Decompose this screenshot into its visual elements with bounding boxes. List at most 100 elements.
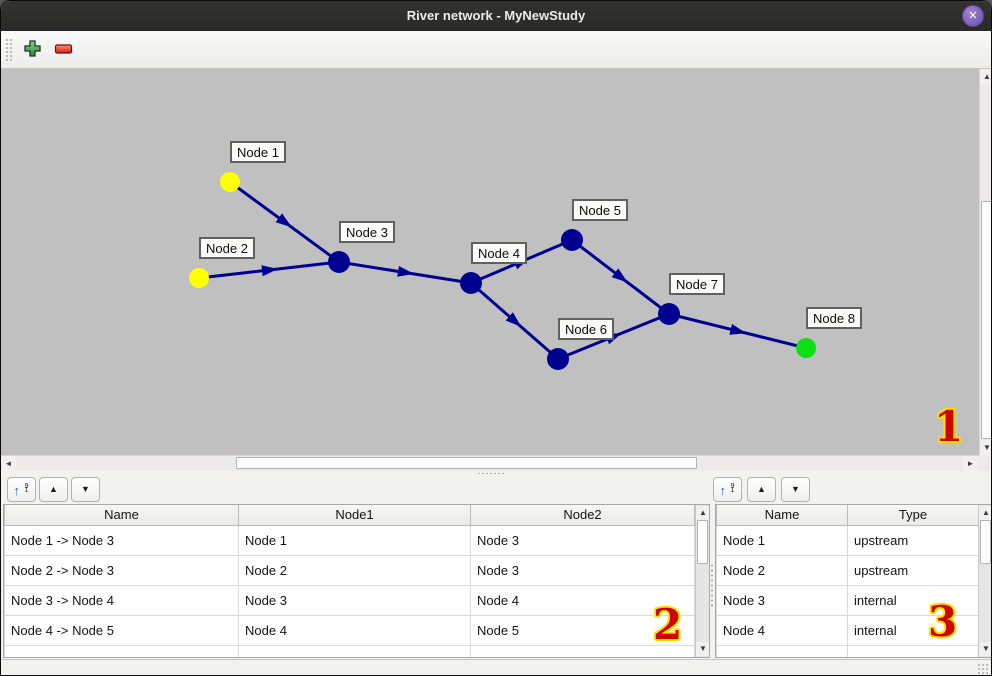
nodes-sort-button[interactable]: ↑ 1 9	[713, 477, 742, 502]
edges-move-up-button[interactable]: ▲	[39, 477, 68, 502]
table-cell[interactable]	[4, 644, 239, 657]
scroll-up-icon: ▲	[699, 508, 707, 517]
node-label[interactable]: Node 5	[572, 199, 628, 221]
node-label[interactable]: Node 1	[230, 141, 286, 163]
table-scroll-thumb[interactable]	[697, 520, 708, 564]
node-label[interactable]: Node 7	[669, 273, 725, 295]
close-button[interactable]: ✕	[962, 5, 984, 27]
column-header[interactable]: Name	[716, 505, 848, 526]
nodes-move-up-button[interactable]: ▲	[747, 477, 776, 502]
table-cell[interactable]: internal	[847, 584, 979, 616]
nodes-table-scrollbar[interactable]: ▲ ▼	[978, 505, 991, 657]
scroll-down-icon: ▼	[982, 644, 990, 653]
scroll-down-button[interactable]: ▼	[696, 642, 709, 656]
title-bar: River network - MyNewStudy ✕	[1, 1, 991, 31]
table-cell[interactable]: Node 3	[470, 524, 695, 556]
table-cell[interactable]: Node 2 -> Node 3	[4, 554, 239, 586]
scroll-up-button[interactable]: ▲	[980, 69, 991, 84]
table-row[interactable]	[4, 644, 695, 657]
table-cell[interactable]: Node 4	[238, 614, 471, 646]
vertical-scroll-thumb[interactable]	[981, 201, 991, 439]
edges-sort-button[interactable]: ↑ 1 9	[7, 477, 36, 502]
toolbar-drag-handle[interactable]	[5, 38, 12, 62]
table-row[interactable]	[716, 644, 979, 657]
table-cell[interactable]: Node 3	[716, 584, 848, 616]
graph-node[interactable]	[561, 229, 583, 251]
panel-splitter[interactable]	[710, 563, 715, 607]
node-label[interactable]: Node 2	[199, 237, 255, 259]
resize-grip-icon[interactable]	[977, 663, 989, 675]
table-cell[interactable]: Node 2	[716, 554, 848, 586]
scroll-right-button[interactable]: ►	[963, 456, 978, 471]
table-scroll-thumb[interactable]	[980, 520, 991, 564]
table-cell[interactable]: Node 4 -> Node 5	[4, 614, 239, 646]
scrollbar-corner	[979, 455, 991, 471]
add-node-button[interactable]	[21, 39, 43, 61]
table-cell[interactable]: Node 1	[238, 524, 471, 556]
scroll-up-button[interactable]: ▲	[979, 506, 991, 520]
graph-node[interactable]	[796, 338, 816, 358]
scroll-down-button[interactable]: ▼	[980, 440, 991, 455]
status-bar	[1, 659, 991, 675]
table-cell[interactable]: Node 3 -> Node 4	[4, 584, 239, 616]
network-canvas[interactable]: Node 1 Node 2 Node 3 Node 4 Node 5 Node 6 Node…	[1, 69, 979, 455]
graph-node[interactable]	[189, 268, 209, 288]
table-cell[interactable]: Node 2	[238, 554, 471, 586]
table-cell[interactable]: Node 3	[470, 554, 695, 586]
canvas-horizontal-scrollbar[interactable]: ◄ ►	[1, 455, 979, 471]
edge-arrowhead-icon	[261, 265, 278, 277]
graph-node[interactable]	[547, 348, 569, 370]
scroll-down-icon: ▼	[983, 443, 991, 452]
table-cell[interactable]: upstream	[847, 554, 979, 586]
graph-node[interactable]	[460, 272, 482, 294]
table-cell[interactable]: Node 3	[238, 584, 471, 616]
nodes-move-down-button[interactable]: ▼	[781, 477, 810, 502]
scroll-up-button[interactable]: ▲	[696, 506, 709, 520]
splitter-grip-icon	[477, 472, 505, 475]
table-cell[interactable]	[470, 644, 695, 657]
graph-node[interactable]	[328, 251, 350, 273]
column-header[interactable]: Node2	[470, 505, 695, 526]
table-cell[interactable]	[238, 644, 471, 657]
graph-node[interactable]	[658, 303, 680, 325]
table-cell[interactable]	[716, 644, 848, 657]
graph-node[interactable]	[220, 172, 240, 192]
node-label[interactable]: Node 4	[471, 242, 527, 264]
horizontal-scroll-thumb[interactable]	[236, 457, 697, 469]
table-cell[interactable]: internal	[847, 614, 979, 646]
node-label[interactable]: Node 8	[806, 307, 862, 329]
node-label[interactable]: Node 3	[339, 221, 395, 243]
column-header[interactable]: Type	[847, 505, 979, 526]
scroll-down-button[interactable]: ▼	[979, 642, 991, 656]
remove-node-button[interactable]	[52, 39, 74, 61]
edges-table-scrollbar[interactable]: ▲ ▼	[695, 505, 709, 657]
horizontal-splitter[interactable]	[1, 471, 991, 475]
table-cell[interactable]: Node 1	[716, 524, 848, 556]
close-icon: ✕	[968, 10, 978, 22]
table-cell[interactable]: Node 4	[470, 584, 695, 616]
table-cell[interactable]: upstream	[847, 524, 979, 556]
node-label[interactable]: Node 6	[558, 318, 614, 340]
table-cell[interactable]	[847, 644, 979, 657]
plus-icon	[23, 40, 42, 62]
column-header[interactable]: Name	[4, 505, 239, 526]
scroll-left-button[interactable]: ◄	[1, 456, 16, 471]
table-cell[interactable]: Node 1 -> Node 3	[4, 524, 239, 556]
edges-move-down-button[interactable]: ▼	[71, 477, 100, 502]
scroll-down-icon: ▼	[699, 644, 707, 653]
canvas-vertical-scrollbar[interactable]: ▲ ▼	[979, 69, 991, 455]
column-header[interactable]: Node1	[238, 505, 471, 526]
scroll-up-icon: ▲	[983, 72, 991, 81]
table-cell[interactable]: Node 4	[716, 614, 848, 646]
table-cell[interactable]: Node 5	[470, 614, 695, 646]
